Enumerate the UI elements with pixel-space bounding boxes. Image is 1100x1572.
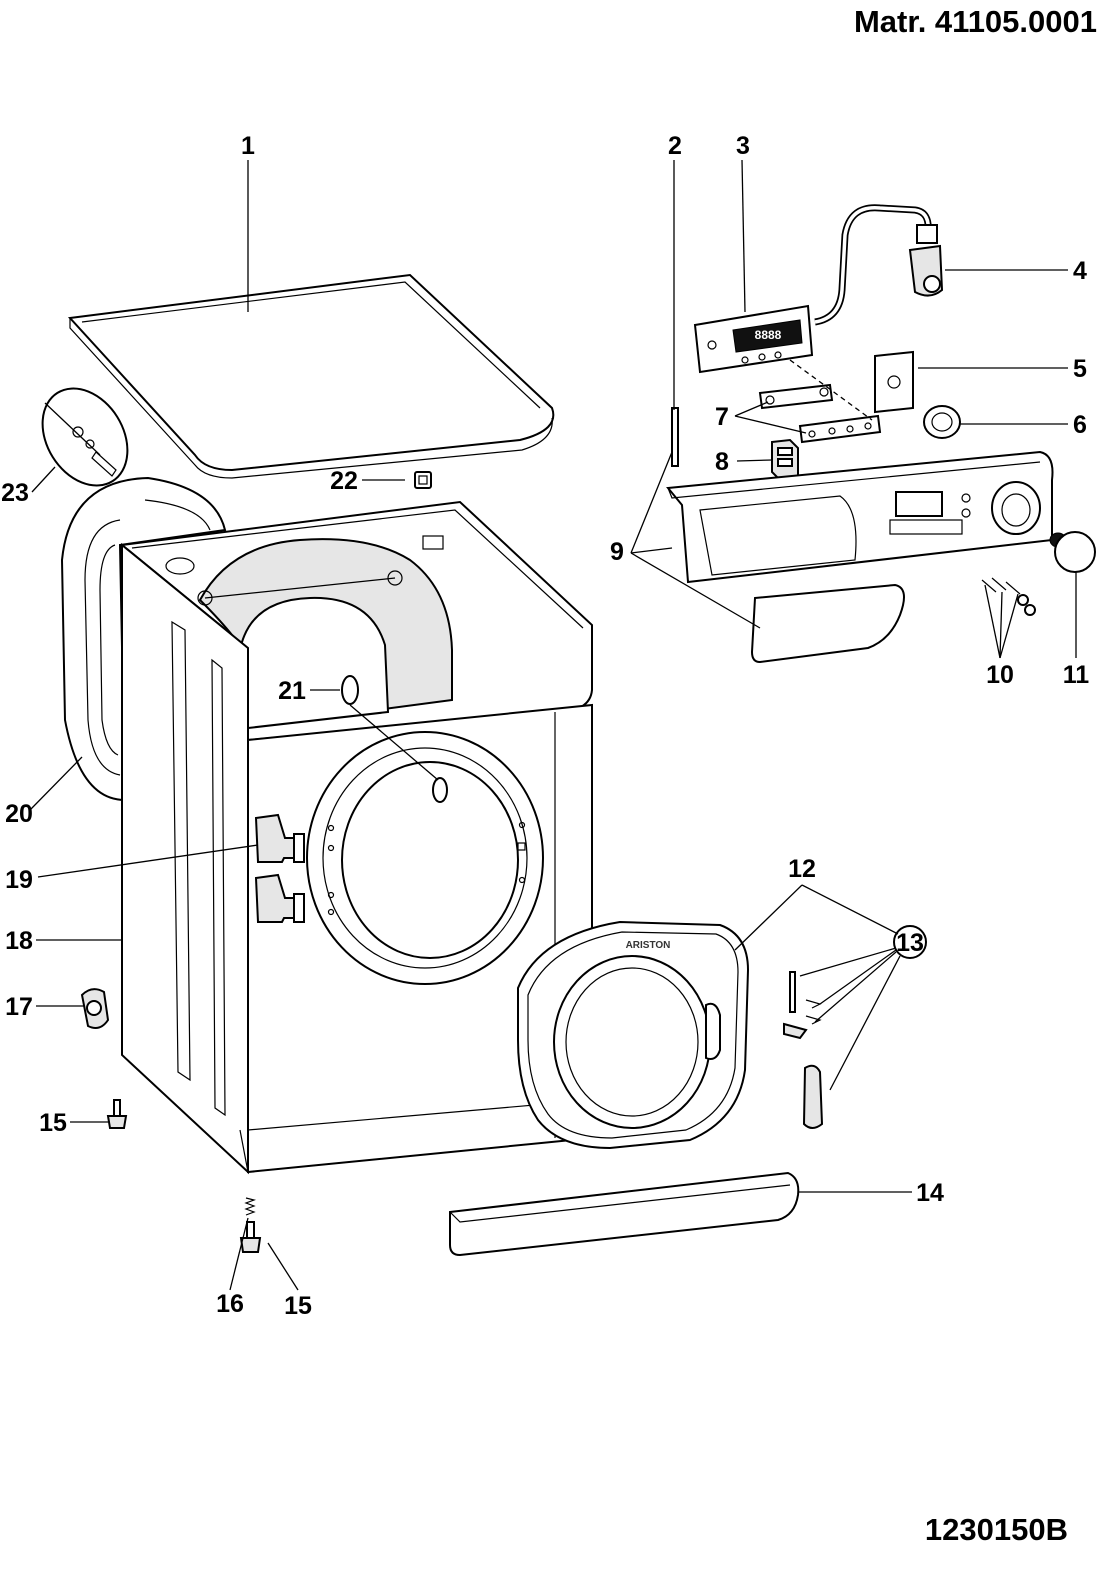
callout-18: 18 xyxy=(5,927,33,955)
part-17-hose-plug xyxy=(80,988,110,1029)
part-13-door-hinge-kit xyxy=(783,925,927,1129)
part-20-gasket xyxy=(60,476,227,802)
callout-4: 4 xyxy=(1073,257,1087,285)
part-16-spring xyxy=(244,1197,257,1216)
part-18-cabinet xyxy=(119,500,593,1175)
callout-8: 8 xyxy=(715,448,729,476)
part-11-knob xyxy=(1049,531,1096,573)
callout-15-bottom: 15 xyxy=(284,1292,312,1320)
part-15-foot-bottom xyxy=(239,1221,262,1253)
part-6-ring xyxy=(923,405,961,439)
callout-13: 13 xyxy=(896,929,924,957)
display-digits: 8888 xyxy=(755,328,782,342)
part-5-bracket xyxy=(874,350,914,414)
model-number: Matr. 41105.0001 xyxy=(854,4,1097,39)
callout-19: 19 xyxy=(5,866,33,894)
callout-2: 2 xyxy=(668,132,682,160)
part-1-top-panel xyxy=(67,273,555,479)
part-9-control-panel xyxy=(666,450,1054,664)
part-2-light-rod xyxy=(671,407,679,467)
part-3-electronic-board: 8888 xyxy=(693,304,814,374)
callout-11: 11 xyxy=(1063,661,1090,689)
part-22-clip xyxy=(414,471,432,489)
callout-23: 23 xyxy=(1,479,29,507)
callout-14: 14 xyxy=(916,1179,944,1207)
part-14-plinth xyxy=(449,1171,800,1257)
callout-21: 21 xyxy=(278,677,306,705)
callout-labels: 1 2 3 4 5 6 7 8 9 10 11 12 13 14 15 15 1… xyxy=(1,132,1089,1320)
callout-3: 3 xyxy=(736,132,750,160)
part-10-screws xyxy=(981,577,1036,616)
callout-15-left: 15 xyxy=(39,1109,67,1137)
callout-12: 12 xyxy=(788,855,816,883)
leader-lines xyxy=(29,159,1077,1291)
part-23-fixing-kit xyxy=(41,387,129,487)
callout-6: 6 xyxy=(1073,411,1087,439)
part-8-button-block xyxy=(771,438,799,482)
callout-1: 1 xyxy=(241,132,255,160)
callout-17: 17 xyxy=(5,993,33,1021)
callout-9: 9 xyxy=(610,538,624,566)
callout-5: 5 xyxy=(1073,355,1087,383)
callout-7: 7 xyxy=(715,403,729,431)
part-21-grommet xyxy=(341,675,448,803)
part-12-door-assembly: ARISTON xyxy=(517,920,750,1150)
callout-16: 16 xyxy=(216,1290,244,1318)
callout-10: 10 xyxy=(986,661,1014,689)
drawing-code: 1230150B xyxy=(925,1512,1068,1547)
callout-20: 20 xyxy=(5,800,33,828)
part-7-button-holders xyxy=(758,359,882,444)
door-brand: ARISTON xyxy=(626,940,671,951)
part-4-programme-selector xyxy=(814,204,944,326)
part-15-foot-left xyxy=(106,1099,128,1129)
callout-22: 22 xyxy=(330,467,358,495)
part-19-door-hinges xyxy=(254,813,305,923)
